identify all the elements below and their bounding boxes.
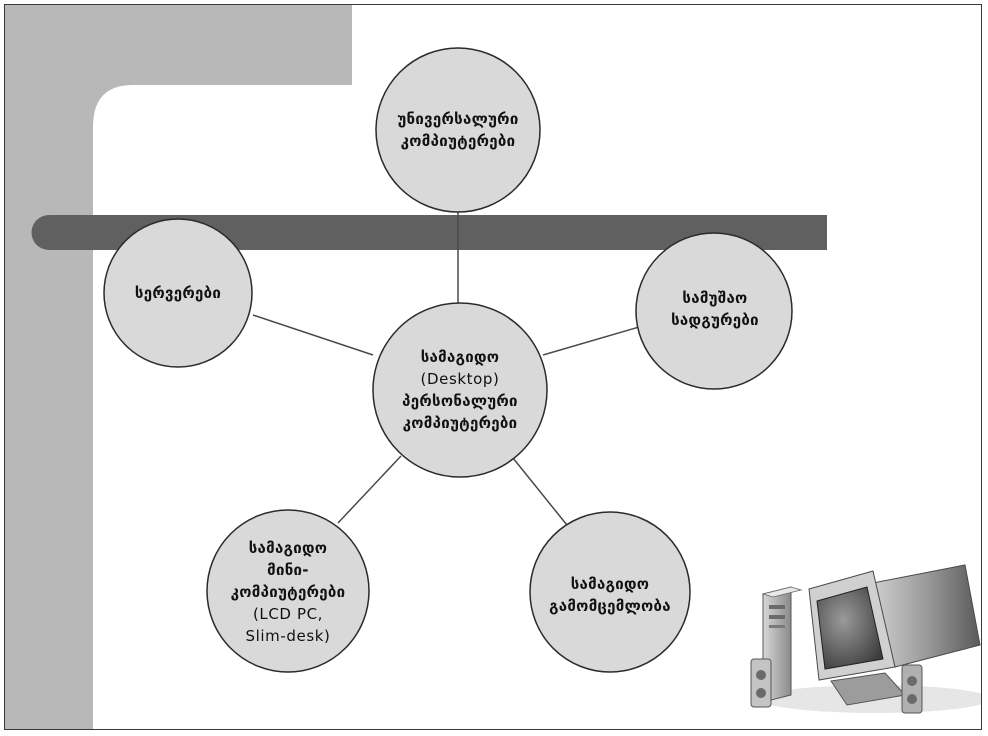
- node-mini-circle: [206, 509, 370, 673]
- node-mini-line3: კომპიუტერები: [230, 583, 346, 601]
- node-publishing: სამაგიდო გამომცემლობა: [535, 570, 685, 620]
- node-universal-line1: უნივერსალური: [397, 110, 519, 128]
- node-mini-line4: (LCD PC,: [252, 605, 324, 623]
- node-publishing-line2: გამომცემლობა: [549, 597, 671, 615]
- connector-mini: [337, 455, 402, 524]
- node-center-line3: პერსონალური: [402, 392, 518, 410]
- desktop-computer-icon: [750, 564, 981, 714]
- node-mini: სამაგიდო მინი- კომპიუტერები (LCD PC, Sli…: [208, 534, 368, 650]
- node-center-line4: კომპიუტერები: [402, 414, 518, 432]
- node-servers-line1: სერვერები: [134, 284, 222, 302]
- node-workstations-line2: სადგურები: [671, 311, 759, 329]
- connector-publishing: [512, 457, 576, 536]
- node-mini-line1: სამაგიდო: [248, 539, 328, 557]
- connector-workstations: [542, 326, 640, 356]
- node-workstations-circle: [635, 232, 793, 390]
- node-workstations: სამუშაო სადგურები: [645, 277, 785, 341]
- slide-frame: უნივერსალური კომპიუტერები სერვერები სამუ…: [4, 4, 982, 730]
- diagram-canvas: [5, 5, 981, 729]
- node-center: სამაგიდო (Desktop) პერსონალური კომპიუტერ…: [380, 339, 540, 441]
- node-servers: სერვერები: [115, 275, 241, 311]
- connector-servers: [252, 314, 374, 356]
- node-publishing-circle: [529, 511, 691, 673]
- node-universal: უნივერსალური კომპიუტერები: [383, 93, 533, 167]
- node-mini-line5: Slim-desk): [245, 627, 331, 645]
- node-center-line1: სამაგიდო: [420, 348, 500, 366]
- node-center-circle: [372, 302, 548, 478]
- node-servers-circle: [103, 218, 253, 368]
- node-mini-line2: მინი-: [267, 561, 309, 579]
- node-universal-line2: კომპიუტერები: [400, 132, 516, 150]
- decorative-bracket: [5, 5, 352, 729]
- node-center-line2: (Desktop): [420, 370, 500, 388]
- node-publishing-line1: სამაგიდო: [570, 575, 650, 593]
- node-universal-circle: [375, 47, 541, 213]
- node-workstations-line1: სამუშაო: [682, 289, 748, 307]
